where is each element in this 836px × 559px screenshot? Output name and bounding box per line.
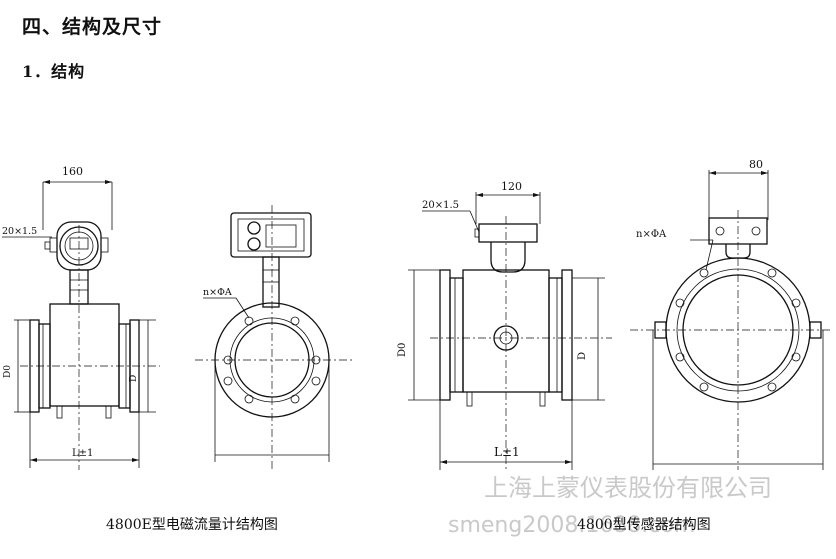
watermark-site: smeng2008.1688.com: [448, 513, 696, 538]
fig2-holes-label: n×ΦA: [203, 287, 232, 298]
watermark-company: 上海上蒙仪表股份有限公司: [484, 474, 772, 502]
fig3-d0-label: D0: [397, 343, 408, 357]
fig1-d-label: D: [129, 375, 139, 382]
section-heading: 四、结构及尺寸: [22, 16, 163, 38]
fig4-holes-label: n×ΦA: [636, 229, 667, 240]
fig3-length-label: L±1: [494, 445, 520, 459]
fig1-length-label: L±1: [72, 448, 93, 459]
fig3-dim-120: 120: [501, 180, 522, 193]
fig3-caption: 4800型传感器结构图: [577, 517, 711, 533]
fig3-side-view: 120 20×1.5 D0 D: [397, 180, 612, 470]
fig1-dim-160: 160: [62, 165, 83, 178]
fig3-d-label: D: [577, 352, 588, 360]
fig3-thread-label: 20×1.5: [422, 200, 459, 211]
fig2-front-view: n×ΦA: [195, 205, 352, 470]
fig1-caption: 4800E型电磁流量计结构图: [106, 517, 278, 533]
fig1-thread-label: 20×1.5: [2, 226, 37, 237]
fig1-d0-label: D0: [3, 365, 13, 378]
fig4-front-view: 80 n×ΦA: [630, 158, 832, 470]
fig1-side-view: 160 20×1.5 D0: [2, 165, 160, 470]
subsection-heading: 1．结构: [22, 62, 86, 81]
fig4-dim-80: 80: [749, 158, 763, 171]
